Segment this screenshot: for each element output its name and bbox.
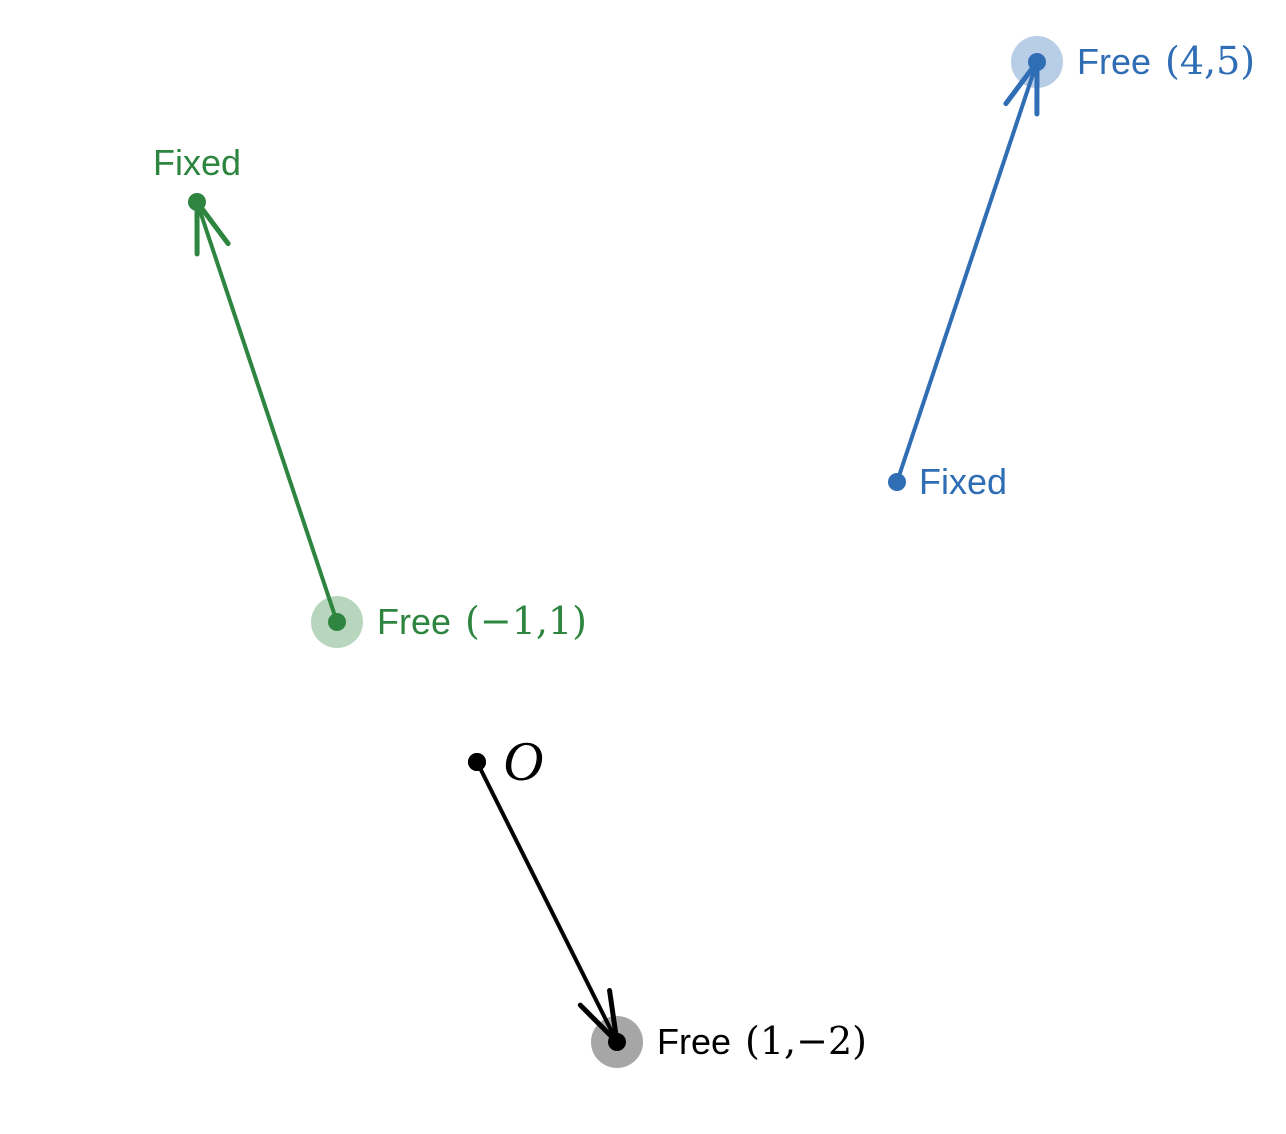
fixed-point-label: Fixed — [919, 461, 1007, 502]
vector-black: Free(1,−2) — [468, 753, 867, 1068]
vector-line — [475, 760, 619, 1044]
tail-point[interactable] — [328, 613, 346, 631]
origin-label: O — [503, 731, 543, 793]
tail-point — [888, 473, 906, 491]
origin-point — [468, 753, 486, 771]
vector-blue: Free(4,5) Fixed — [888, 36, 1255, 502]
tip-point — [188, 193, 206, 211]
free-point-label: Free(1,−2) — [657, 1019, 867, 1063]
vector-line — [895, 60, 1039, 484]
tip-point[interactable] — [1028, 53, 1046, 71]
fixed-point-label: Fixed — [153, 142, 241, 183]
free-point-label: Free(−1,1) — [377, 599, 587, 643]
free-point-label: Free(4,5) — [1077, 39, 1255, 83]
tip-point[interactable] — [608, 1033, 626, 1051]
vector-line — [195, 200, 339, 624]
vector-green: Free(−1,1) Fixed — [153, 142, 587, 648]
